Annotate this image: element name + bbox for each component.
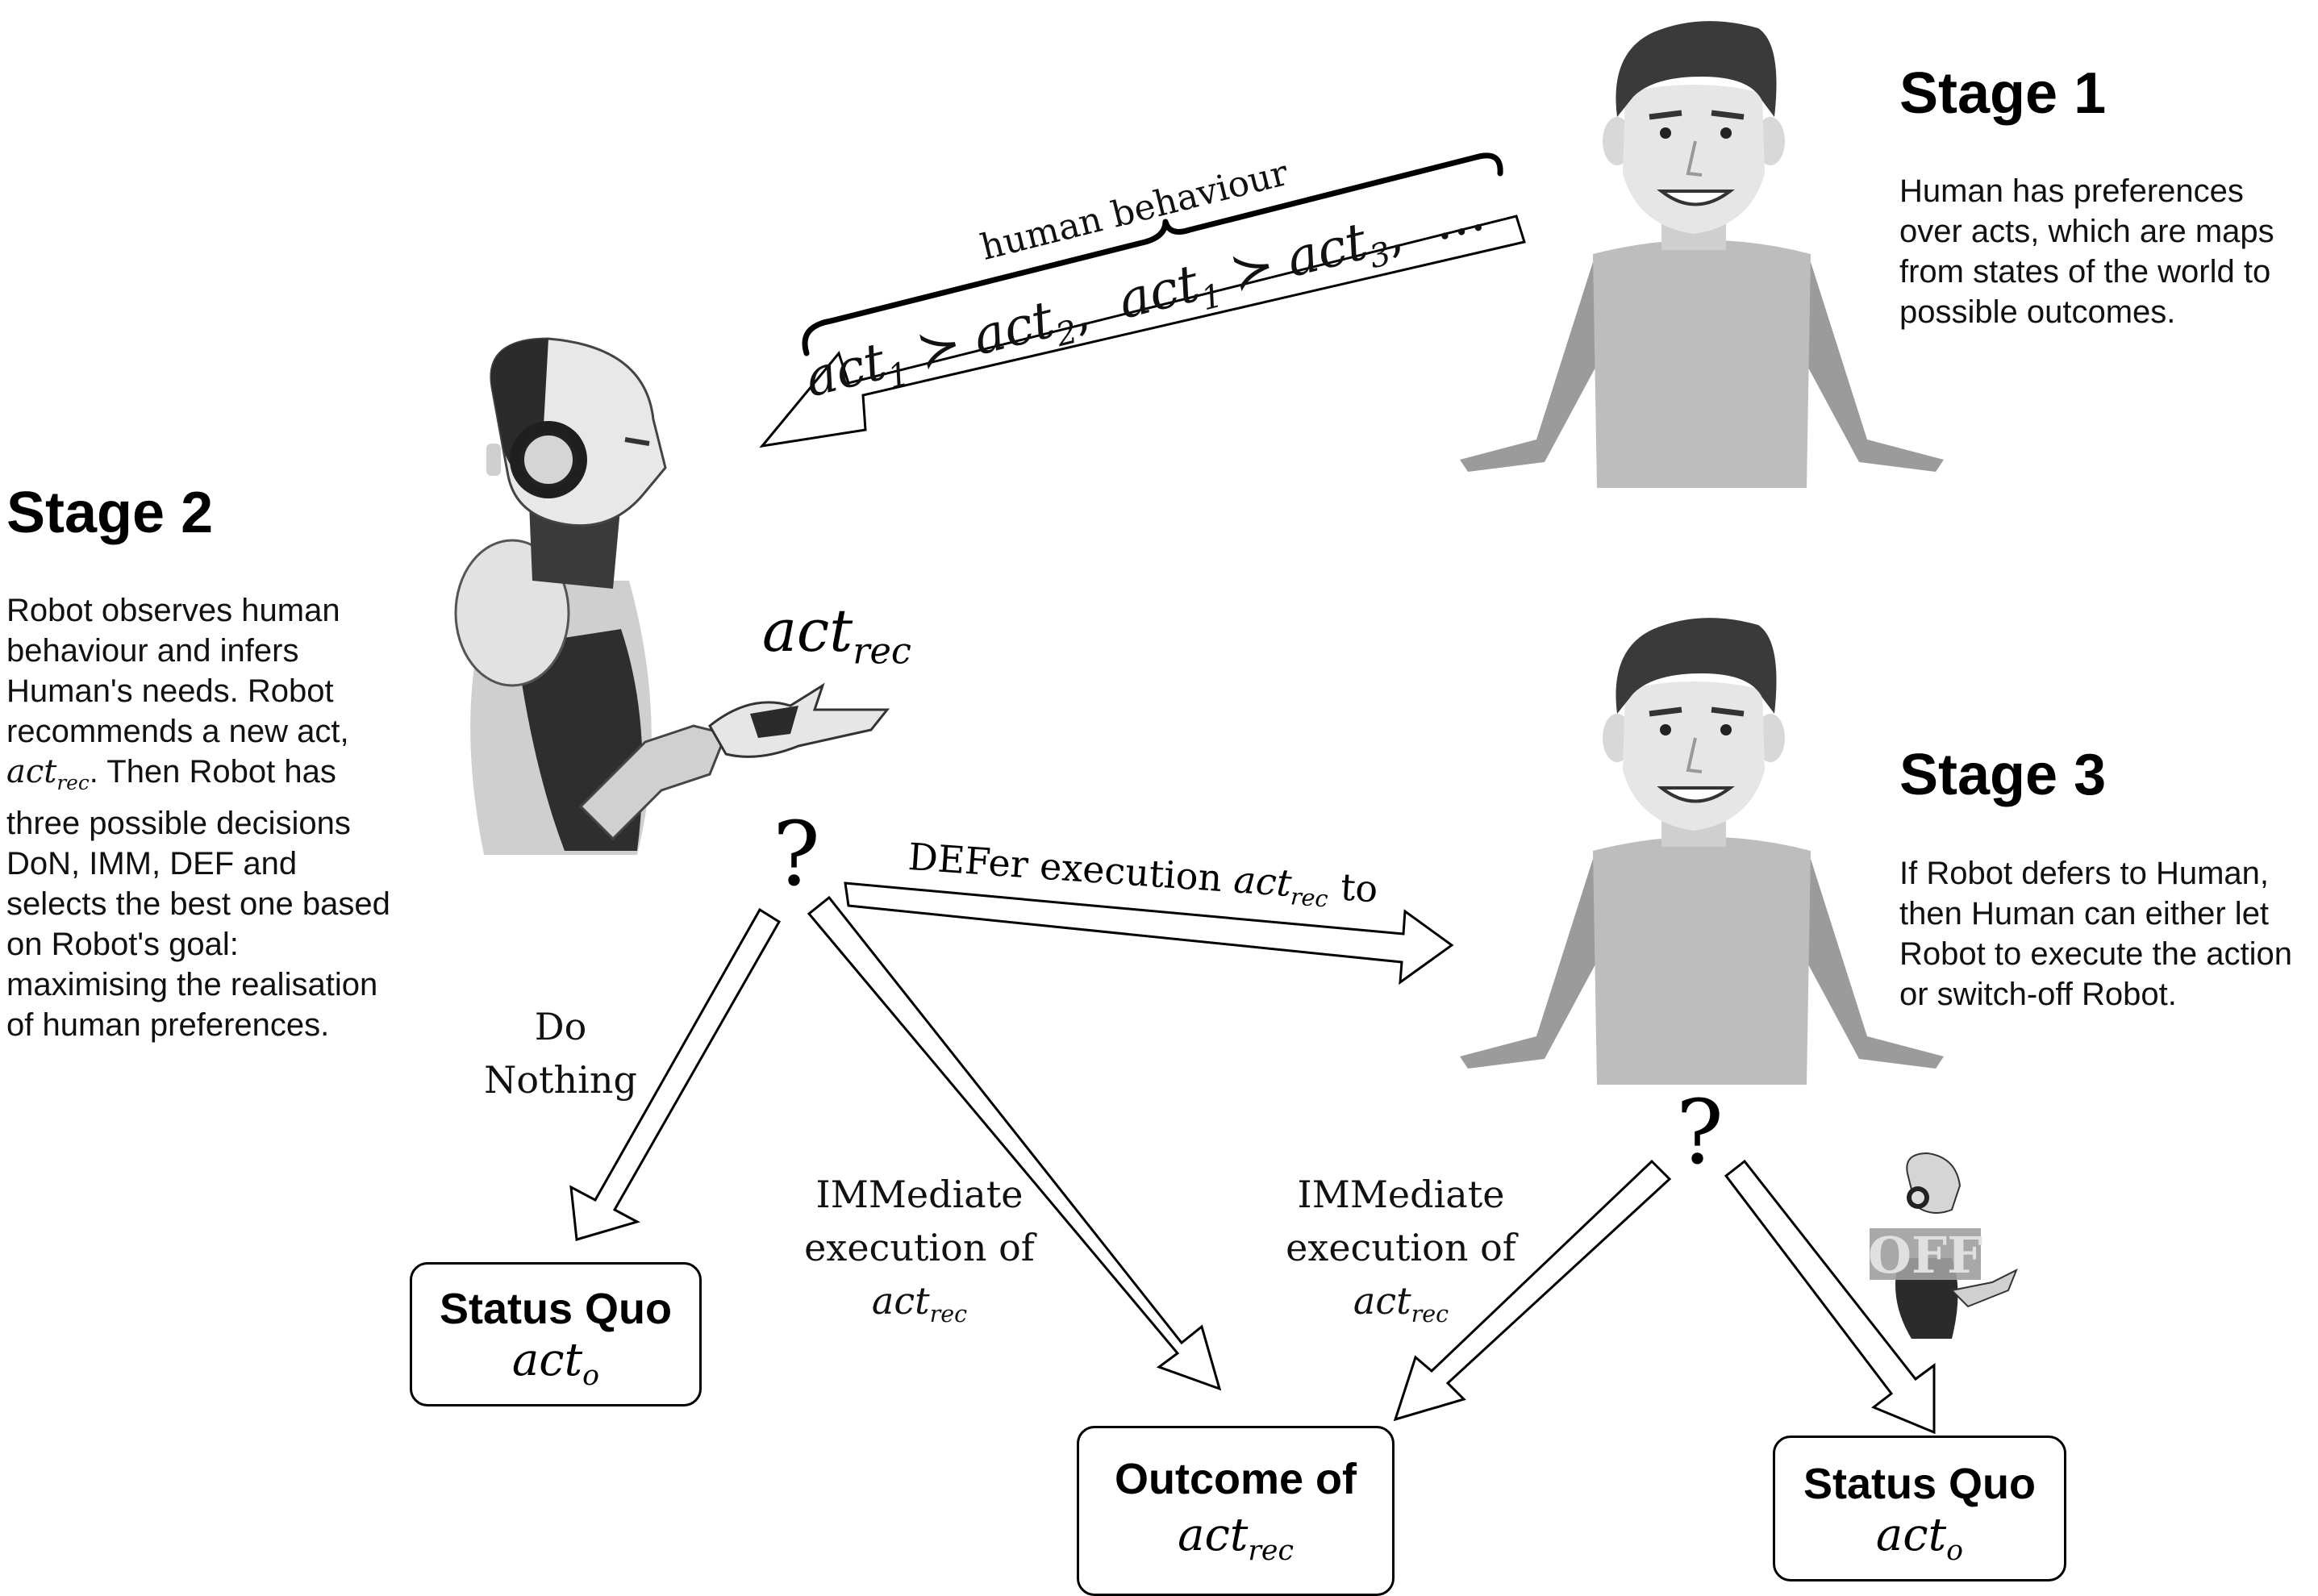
stage1-description: Human has preferences over acts, which a… bbox=[1899, 173, 2274, 330]
imm-act-sub: rec bbox=[1411, 1301, 1449, 1328]
stage2-title: Stage 2 bbox=[6, 481, 214, 545]
stage2-desc-text: . Then Robot has bbox=[89, 754, 336, 790]
stage2-desc-line: on Robot's goal: bbox=[6, 927, 239, 962]
defer-act: act bbox=[1232, 857, 1294, 906]
behaviour-arrow bbox=[759, 215, 1526, 448]
status-quo-box-left: Status Quo acto bbox=[410, 1262, 702, 1406]
act-rec-act: act bbox=[762, 597, 853, 665]
stage2-desc-line: recommends a new act, bbox=[6, 714, 349, 749]
status-quo-act: acto bbox=[412, 1334, 699, 1392]
stage2-desc-line: behaviour and infers bbox=[6, 633, 299, 669]
status-quo-title: Status Quo bbox=[439, 1285, 672, 1333]
imm-act-text: act bbox=[871, 1279, 930, 1323]
imm-act-text: act bbox=[1353, 1279, 1411, 1323]
do-nothing-label: Do Nothing bbox=[472, 1000, 649, 1106]
do-nothing-line: Do bbox=[534, 1005, 587, 1048]
robot-act-rec: actrec bbox=[762, 597, 911, 672]
off-robot-icon: OFF bbox=[1868, 1152, 2018, 1339]
defer-arrow bbox=[844, 881, 1454, 986]
stage3-title: Stage 3 bbox=[1899, 743, 2107, 807]
robot-figure-icon bbox=[454, 337, 890, 855]
formula-act: act bbox=[799, 332, 892, 410]
imm-act: actrec bbox=[1276, 1274, 1526, 1341]
human-figure-icon bbox=[1460, 618, 1944, 1085]
imm-line: IMMediate bbox=[1297, 1173, 1505, 1216]
human-figure-icon bbox=[1460, 21, 1944, 488]
act-rec-sub: rec bbox=[853, 630, 911, 673]
defer-to: to bbox=[1339, 865, 1380, 911]
stage2-desc-line: of human preferences. bbox=[6, 1007, 330, 1043]
outcome-title: Outcome of bbox=[1114, 1455, 1357, 1503]
off-badge: OFF bbox=[1868, 1226, 1982, 1285]
status-quo-title: Status Quo bbox=[1803, 1460, 2036, 1508]
stage2-desc-line: maximising the realisation bbox=[6, 967, 378, 1002]
switch-off-arrow bbox=[1724, 1159, 1936, 1435]
stage2-act-sub: rec bbox=[56, 771, 90, 794]
stage2-desc-line: DoN, IMM, DEF and bbox=[6, 846, 298, 881]
formula-act: act bbox=[967, 290, 1060, 368]
status-quo-act-sub: o bbox=[1946, 1535, 1964, 1568]
do-nothing-arrow bbox=[569, 907, 782, 1241]
status-quo-act-text: act bbox=[1875, 1509, 1947, 1561]
stage1-title: Stage 1 bbox=[1899, 61, 2107, 126]
imm-line: execution of bbox=[804, 1226, 1035, 1269]
imm-line: IMMediate bbox=[815, 1173, 1024, 1216]
stage2-description: Robot observes human behaviour and infer… bbox=[6, 590, 426, 1045]
status-quo-act-text: act bbox=[511, 1334, 583, 1386]
stage2-desc-line: selects the best one based bbox=[6, 886, 390, 922]
robot-decision-question-mark: ? bbox=[773, 802, 820, 906]
do-nothing-line: Nothing bbox=[484, 1058, 637, 1102]
defer-act-sub: rec bbox=[1289, 883, 1329, 913]
outcome-act: actrec bbox=[1079, 1509, 1392, 1567]
human-decision-question-mark: ? bbox=[1676, 1081, 1724, 1184]
stage2-desc-line: three possible decisions bbox=[6, 806, 351, 841]
behaviour-brace bbox=[802, 152, 1503, 356]
stage3-description: If Robot defers to Human, then Human can… bbox=[1899, 856, 2292, 1012]
immediate-arrow-left bbox=[807, 895, 1222, 1391]
status-quo-box-right: Status Quo acto bbox=[1773, 1436, 2066, 1581]
outcome-act-text: act bbox=[1178, 1509, 1249, 1561]
imm-line: execution of bbox=[1286, 1226, 1516, 1269]
imm-act: actrec bbox=[794, 1274, 1044, 1341]
outcome-act-sub: rec bbox=[1248, 1535, 1294, 1568]
stage2-desc-line: Human's needs. Robot bbox=[6, 673, 334, 709]
status-quo-act: acto bbox=[1775, 1509, 2064, 1567]
stage2-act: act bbox=[6, 753, 57, 790]
immediate-arrow-right bbox=[1393, 1159, 1672, 1422]
immediate-label-left: IMMediate execution of actrec bbox=[794, 1168, 1044, 1341]
imm-act-sub: rec bbox=[929, 1301, 968, 1328]
outcome-box: Outcome of actrec bbox=[1077, 1426, 1395, 1596]
status-quo-act-sub: o bbox=[582, 1360, 600, 1393]
stage2-desc-line: Robot observes human bbox=[6, 593, 340, 628]
stage2-desc-line: actrec. Then Robot has bbox=[6, 752, 426, 803]
immediate-label-right: IMMediate execution of actrec bbox=[1276, 1168, 1526, 1341]
